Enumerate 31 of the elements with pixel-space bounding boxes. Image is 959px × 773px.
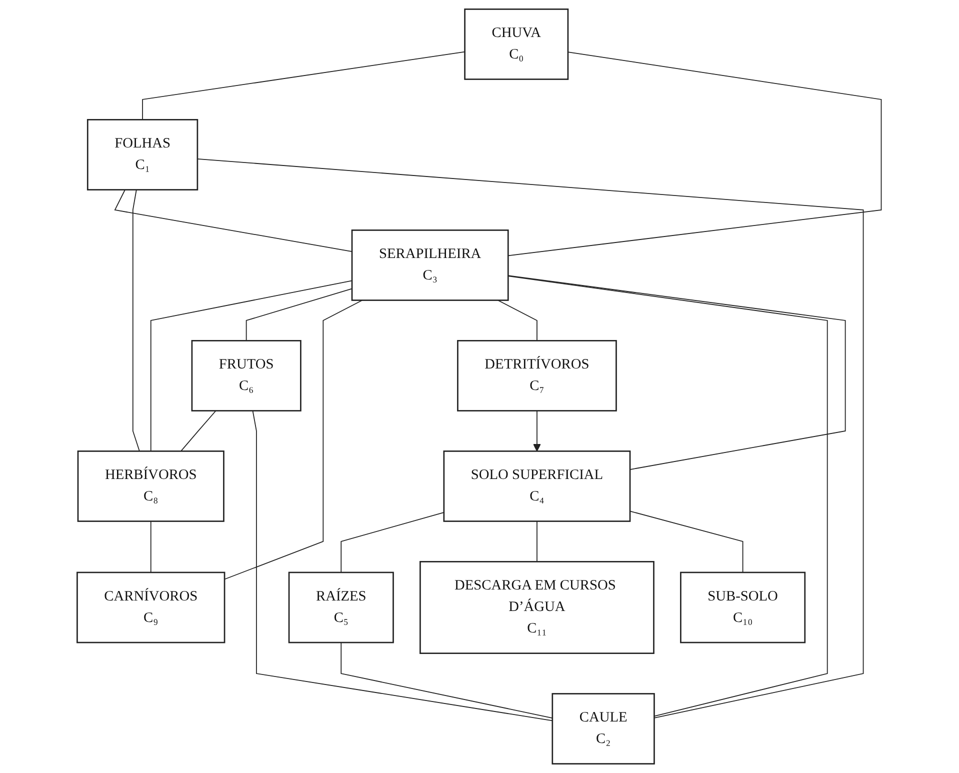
- connector: [246, 288, 353, 342]
- node-box: HERBÍVOROS C₈: [78, 450, 225, 522]
- connector: [142, 51, 466, 120]
- arrow: [533, 410, 542, 452]
- connector: [180, 410, 217, 452]
- node-box: RAÍZES C₅: [288, 572, 394, 644]
- connector: [630, 510, 744, 573]
- node-box: DETRITÍVOROS C₇: [457, 340, 618, 412]
- connector: [340, 512, 445, 573]
- connector: [508, 275, 846, 470]
- node-box: SERAPILHEIRA C₃: [352, 230, 510, 301]
- connector: [536, 520, 538, 562]
- connector: [340, 642, 554, 718]
- connector: [114, 189, 353, 252]
- node-box: DESCARGA EM CURSOS D’ÁGUA C₁₁: [420, 561, 655, 654]
- connector: [132, 189, 140, 452]
- node-box: CHUVA C₀: [464, 8, 569, 80]
- connector: [197, 158, 864, 718]
- connector: [498, 300, 538, 342]
- node-box: SOLO SUPERFICIAL C₄: [444, 450, 631, 522]
- node-box: FOLHAS C₁: [87, 119, 198, 190]
- connector: [150, 280, 353, 452]
- node-box: FRUTOS C₆: [192, 340, 302, 412]
- connector: [508, 276, 828, 717]
- connector: [508, 52, 882, 256]
- connector: [150, 520, 152, 573]
- connector: [224, 300, 363, 580]
- connector: [252, 410, 554, 722]
- node-box: CARNÍVOROS C₉: [76, 572, 226, 644]
- node-box: CAULE C₂: [552, 693, 656, 764]
- node-box: SUB-SOLO C₁₀: [680, 572, 806, 644]
